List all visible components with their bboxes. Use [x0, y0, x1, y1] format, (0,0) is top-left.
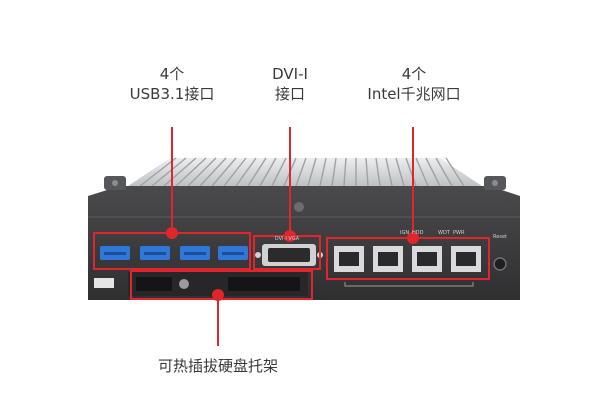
usb-callout-line2: USB3.1接口	[129, 85, 215, 103]
brand-badge	[94, 278, 114, 288]
tray-callout-line1: 可热插拔硬盘托架	[157, 357, 278, 375]
reset-button-graphic	[493, 257, 507, 271]
dvi-callout-line2: 接口	[274, 85, 305, 103]
dvi-callout: DVI-I 接口	[250, 64, 330, 104]
dvi-port	[255, 244, 323, 266]
usb-ports	[100, 246, 248, 260]
usb-callout-line1: 4个	[159, 65, 185, 83]
led-label-wdt: WDT	[438, 230, 451, 236]
led-label-hdd: HDD	[412, 230, 424, 236]
dvi-callout-line1: DVI-I	[272, 65, 308, 83]
lan-ports	[334, 246, 481, 287]
lan-callout-line2: Intel千兆网口	[367, 85, 461, 103]
lan-callout-line1: 4个	[401, 65, 427, 83]
dvi-port-text: DVI-I VGA	[275, 236, 300, 242]
callout-dots	[166, 227, 419, 301]
reset-label: Reset	[493, 234, 507, 240]
tray-callout: 可热插拔硬盘托架	[140, 356, 296, 376]
callout-lines	[171, 127, 414, 346]
led-label-pwr: PWR	[453, 230, 465, 236]
lan-callout: 4个 Intel千兆网口	[358, 64, 470, 104]
usb-callout: 4个 USB3.1接口	[122, 64, 222, 104]
heatsink-fins	[128, 157, 482, 187]
led-label-ign: IGN	[400, 230, 409, 236]
